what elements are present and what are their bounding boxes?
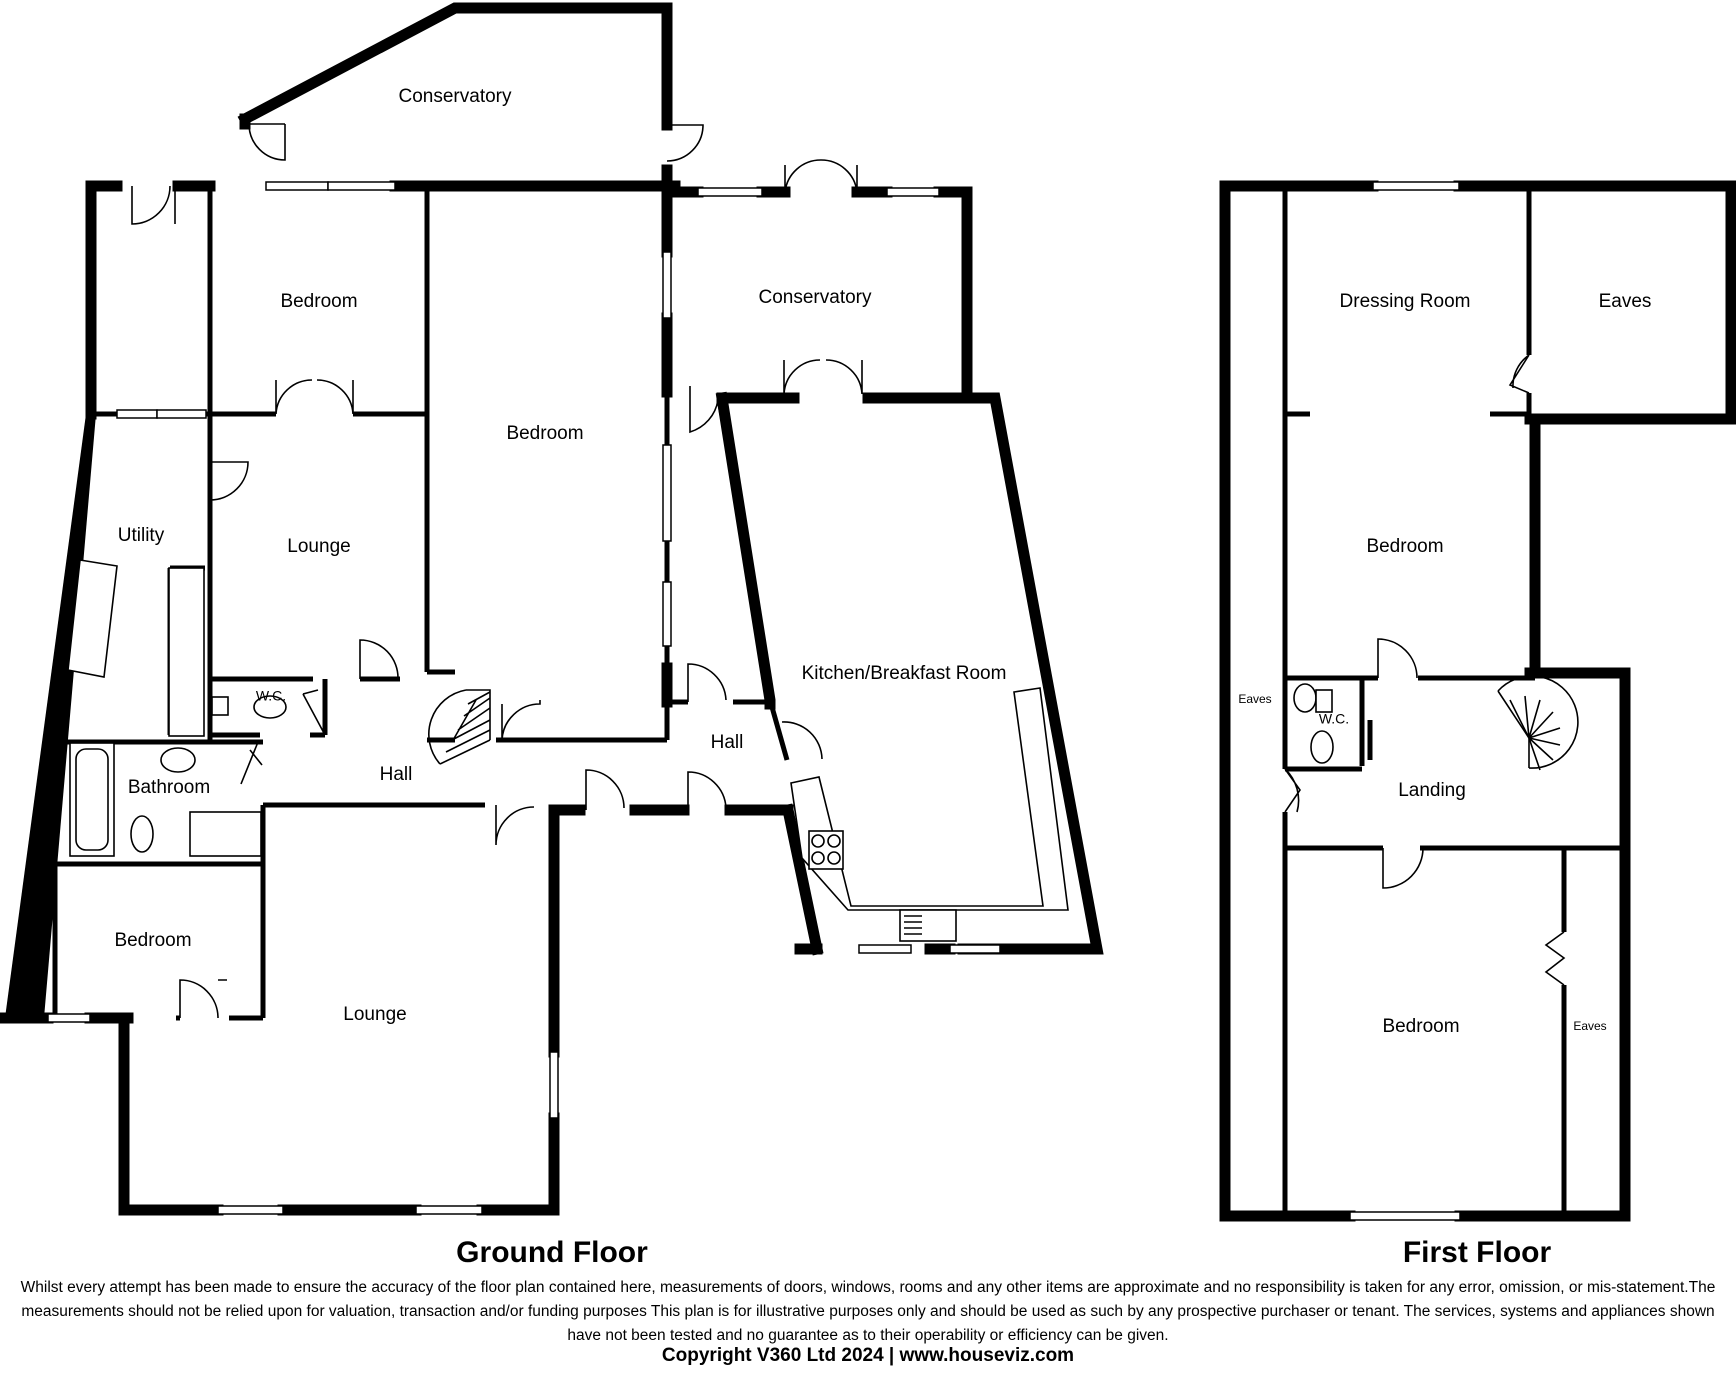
- room-label-conservatory-right: Conservatory: [759, 287, 872, 308]
- first-interior-walls: [1282, 186, 1625, 1216]
- ground-interior-walls: [40, 186, 766, 1021]
- room-label-lounge: Lounge: [287, 536, 350, 557]
- disclaimer-text: Whilst every attempt has been made to en…: [20, 1279, 1716, 1344]
- ground-spiral-stair-icon: [428, 689, 491, 765]
- first-spiral-stair-icon: [1497, 675, 1579, 771]
- room-label-landing: Landing: [1398, 780, 1466, 801]
- ground-outer-walls: [0, 180, 794, 1216]
- first-room-labels: Dressing Room Eaves Bedroom Eaves W.C. L…: [1238, 291, 1651, 1037]
- room-label-bedroom: Bedroom: [1366, 536, 1443, 557]
- first-doors: [1284, 354, 1566, 986]
- room-label-bedroom: Bedroom: [114, 930, 191, 951]
- room-label-eaves: Eaves: [1238, 692, 1271, 706]
- room-label-kitchen: Kitchen/Breakfast Room: [802, 663, 1007, 684]
- room-label-bedroom: Bedroom: [506, 423, 583, 444]
- room-label-bedroom: Bedroom: [1382, 1016, 1459, 1037]
- first-outer-walls: [1219, 180, 1736, 1222]
- room-label-conservatory-top: Conservatory: [399, 86, 512, 107]
- room-label-hall: Hall: [711, 732, 744, 753]
- first-windows: [1349, 181, 1461, 1221]
- room-label-wc: W.C.: [1319, 711, 1349, 727]
- first-floor-plan: [1219, 180, 1736, 1222]
- room-label-eaves: Eaves: [1599, 291, 1652, 312]
- kitchen-walls: [715, 391, 1104, 956]
- ground-windows: [47, 181, 1001, 1215]
- ground-floor-plan: [0, 2, 1104, 1216]
- copyright-text: Copyright V360 Ltd 2024 | www.houseviz.c…: [661, 1345, 1075, 1366]
- room-label-wc: W.C.: [256, 688, 286, 704]
- ground-room-labels: Conservatory Conservatory Bedroom Bedroo…: [114, 86, 1006, 1025]
- first-floor-title: First Floor: [1402, 1236, 1552, 1269]
- first-fixtures: [1293, 683, 1334, 764]
- room-label-bedroom: Bedroom: [280, 291, 357, 312]
- ground-doors: [131, 123, 863, 1019]
- room-label-dressing-room: Dressing Room: [1340, 291, 1471, 312]
- room-label-hall: Hall: [380, 764, 413, 785]
- room-label-bathroom: Bathroom: [128, 777, 210, 798]
- room-label-utility: Utility: [118, 525, 165, 546]
- ground-floor-title: Ground Floor: [456, 1236, 648, 1269]
- conservatory-right-walls: [661, 180, 973, 708]
- room-label-lounge: Lounge: [343, 1004, 406, 1025]
- room-label-eaves: Eaves: [1573, 1019, 1606, 1033]
- ground-fixtures: [67, 559, 1069, 942]
